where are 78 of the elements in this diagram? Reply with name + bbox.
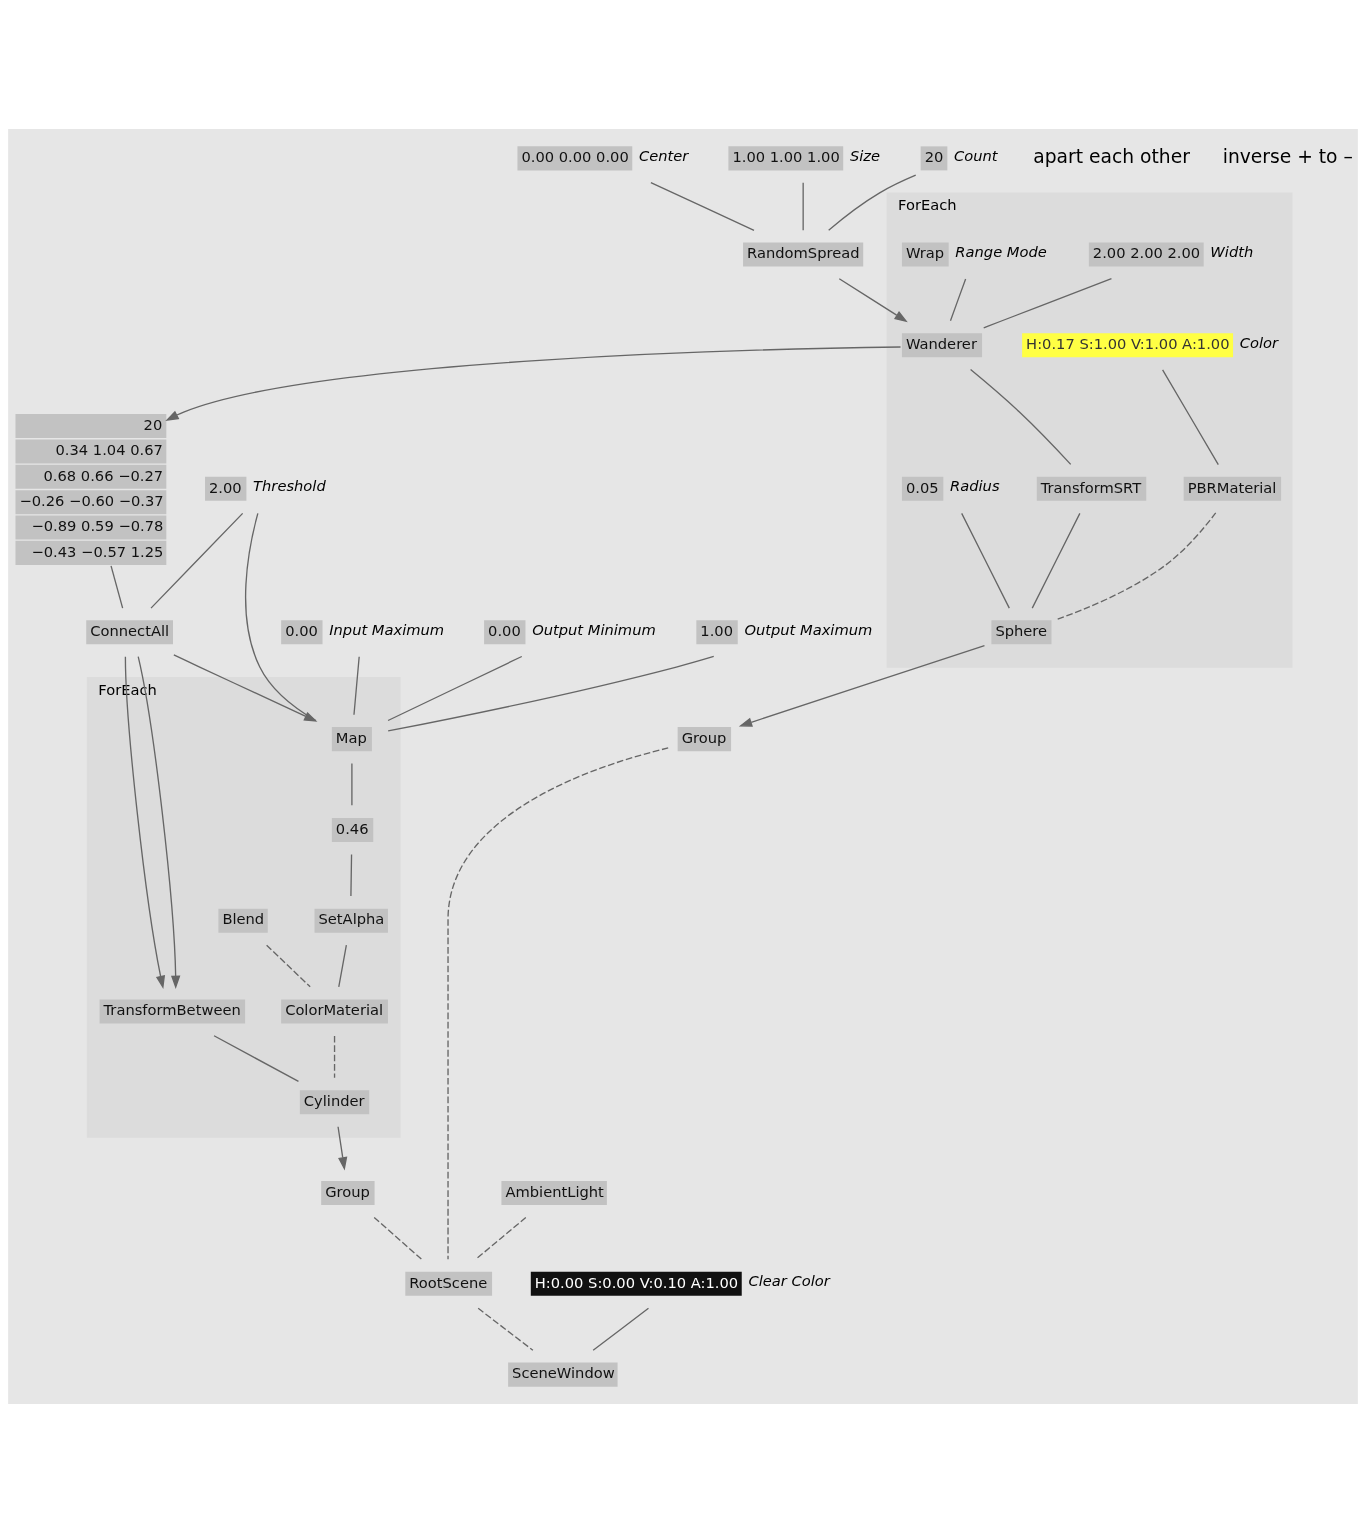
node-box: TransformBetween	[99, 998, 246, 1023]
connector	[351, 762, 353, 806]
node-box: ConnectAll	[86, 619, 173, 644]
node-label: Threshold	[253, 476, 326, 494]
node-label: Color	[1239, 333, 1279, 351]
connector	[802, 181, 804, 231]
connector	[213, 1034, 300, 1082]
node-box: Wrap	[901, 242, 949, 266]
node-label: Width	[1210, 242, 1254, 260]
arrow	[137, 655, 181, 989]
node-box: H:0.00 S:0.00 V:0.10 A:1.00	[530, 1271, 742, 1296]
node-box: 2.00	[205, 476, 247, 501]
node-box: PBRMaterial	[1183, 476, 1282, 501]
connector	[110, 564, 124, 609]
node-box: H:0.17 S:1.00 V:1.00 A:1.00	[1022, 332, 1234, 357]
node-box: 0.00 0.00 0.00	[517, 145, 633, 170]
connector	[333, 1034, 336, 1078]
connector	[1031, 512, 1081, 609]
node-box: Group	[321, 1180, 375, 1205]
connector	[1161, 368, 1219, 465]
arrow	[738, 644, 986, 727]
connector	[650, 181, 755, 231]
connector	[353, 655, 360, 715]
node-box: Wanderer	[901, 332, 983, 357]
node-label: Clear Color	[748, 1271, 830, 1289]
connector	[265, 944, 311, 987]
connector	[961, 512, 1010, 609]
node-label: Count	[954, 146, 998, 164]
connector	[828, 174, 917, 231]
node-label: Size	[849, 146, 881, 164]
node-label: Input Maximum	[329, 620, 445, 638]
label: apart each other	[1033, 145, 1190, 167]
node-box: 0.05	[901, 476, 944, 501]
connector	[969, 368, 1072, 465]
node-box: AmbientLight	[501, 1180, 607, 1205]
node-box: 1.00	[696, 619, 738, 644]
node-box: 0.46	[331, 817, 374, 842]
connector	[373, 1216, 423, 1260]
connector	[150, 512, 244, 609]
connector	[447, 746, 669, 1260]
connector	[1056, 511, 1217, 620]
node-box: Group	[677, 726, 732, 751]
connector	[338, 944, 348, 987]
node-label: Output Maximum	[744, 620, 873, 638]
node-box: 0.00	[484, 619, 526, 644]
arrow	[337, 1125, 348, 1170]
node-box: SceneWindow	[508, 1362, 618, 1387]
arrow	[165, 345, 902, 421]
connector	[387, 655, 523, 721]
label: inverse + to –	[1222, 145, 1353, 167]
node-label: Radius	[950, 476, 1000, 494]
arrow	[124, 655, 166, 989]
connector	[474, 1216, 527, 1260]
node-box: Blend	[218, 908, 268, 933]
node-box: Sphere	[991, 619, 1052, 644]
connector	[949, 277, 967, 321]
arrow	[173, 653, 318, 722]
connector	[244, 512, 317, 721]
node-box: 0.00	[281, 619, 323, 644]
connector	[477, 1307, 534, 1351]
node-box: Cylinder	[299, 1089, 370, 1114]
node-box: RandomSpread	[743, 242, 864, 266]
arrow	[838, 277, 908, 322]
node-label: Range Mode	[955, 242, 1047, 260]
connector	[983, 277, 1113, 328]
node-box: Map	[331, 726, 372, 751]
node-box: TransformSRT	[1036, 476, 1147, 501]
connector	[387, 655, 715, 732]
node-box: SetAlpha	[314, 908, 388, 933]
node-label: Center	[638, 146, 689, 164]
node-box: 20	[920, 145, 948, 170]
node-box: ColorMaterial	[281, 998, 388, 1023]
node-box: 1.00 1.00 1.00	[728, 145, 844, 170]
node-box: 2.00 2.00 2.00	[1088, 242, 1204, 266]
connector	[592, 1307, 650, 1351]
connector	[350, 853, 353, 897]
node-box: RootScene	[405, 1271, 493, 1296]
node-label: Output Minimum	[532, 620, 656, 638]
